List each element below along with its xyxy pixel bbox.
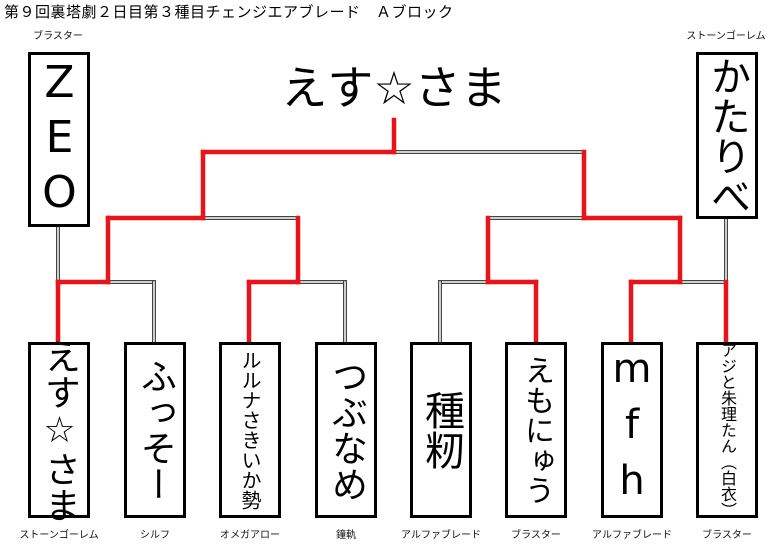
entrant-name: mfh [609,346,655,514]
entrant-box: mfh [601,342,663,518]
entrant-name: 種籾 [418,390,464,470]
entrant-class-label: ストーンゴーレム [19,530,99,541]
seed-class-label: ストーンゴーレム [686,31,766,42]
entrant-name: ルルナさきいか勢 [238,350,262,510]
entrant-box: ふっそー [124,342,186,518]
entrant-box: ルルナさきいか勢 [219,342,281,518]
entrant-name: つぶなめ [326,358,367,502]
entrant-box: 種籾 [410,342,472,518]
entrant-class-label: アルファブレード [401,530,481,541]
seed-name: ZEO [34,57,85,222]
entrant-class-label: ブラスター [702,530,752,541]
entrant-box: えもにゅう [505,342,567,518]
entrant-box: つぶなめ [315,342,377,518]
entrant-box: えす☆さま [28,338,90,523]
entrant-class-label: シルフ [140,530,170,541]
seed-name: かたりべ [704,55,750,216]
seed-box-kataribe: かたりべ [696,52,758,219]
entrant-name: ふっそー [135,358,176,502]
entrant-class-label: オメガアロー [220,530,280,541]
entrant-name: えもにゅう [519,355,554,505]
entrant-class-label: アルファブレード [592,530,672,541]
entrant-box: アジと朱理たん（白衣） [696,342,758,518]
page-title: 第９回裏塔劇２日目第３種目チェンジエアブレード Ａブロック [4,3,454,21]
champion-name: えす☆さま [281,61,507,115]
entrant-name: えす☆さま [39,337,80,523]
entrant-name: アジと朱理たん（白衣） [718,342,737,518]
seed-box-zeo: ZEO [28,52,90,227]
entrant-class-label: ブラスター [511,530,561,541]
seed-class-label: ブラスター [33,31,83,42]
entrant-class-label: 鐘軌 [336,530,356,541]
